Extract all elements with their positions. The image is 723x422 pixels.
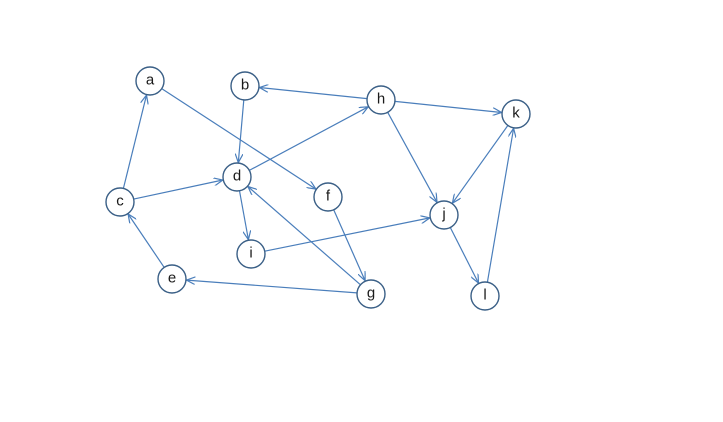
node-circle-b (230, 71, 260, 101)
node-k: k (501, 99, 531, 129)
node-circle-h (366, 85, 396, 115)
edge-h-to-j (387, 112, 437, 202)
node-label-l: l (483, 287, 486, 304)
edge-g-to-d (248, 187, 361, 286)
node-label-j: j (441, 206, 445, 223)
edge-d-to-i (238, 190, 249, 240)
node-circle-i (236, 239, 266, 269)
edge-c-to-a (122, 95, 146, 189)
node-c: c (105, 187, 135, 217)
node-label-e: e (168, 270, 176, 287)
node-label-g: g (367, 285, 375, 302)
node-label-i: i (249, 245, 252, 262)
node-circle-j (429, 200, 459, 230)
edge-i-to-j (264, 218, 430, 252)
node-circle-f (313, 182, 343, 212)
edge-d-to-h (249, 107, 368, 171)
node-circle-l (470, 281, 500, 311)
node-label-k: k (512, 105, 520, 122)
edge-g-to-e (187, 280, 358, 294)
node-label-f: f (326, 188, 331, 205)
node-circle-a (135, 66, 165, 96)
node-l: l (470, 281, 500, 311)
edge-c-to-d (133, 180, 223, 200)
edge-b-to-d (238, 99, 245, 163)
node-i: i (236, 239, 266, 269)
edge-e-to-c (128, 214, 165, 268)
node-circle-g (356, 279, 386, 309)
node-label-a: a (146, 72, 155, 89)
node-circle-k (501, 99, 531, 129)
edge-h-to-k (394, 100, 502, 112)
edge-a-to-f (161, 88, 316, 190)
node-b: b (230, 71, 260, 101)
node-label-d: d (233, 168, 241, 185)
node-d: d (222, 162, 252, 192)
node-circle-d (222, 162, 252, 192)
node-circle-c (105, 187, 135, 217)
edge-j-to-l (449, 227, 478, 284)
nodes-layer: a b c d e f g h i j k l (105, 66, 531, 311)
node-label-c: c (116, 193, 124, 210)
node-circle-e (157, 264, 187, 294)
edge-h-to-b (259, 88, 368, 100)
edge-f-to-g (333, 209, 365, 281)
edges-layer (122, 88, 513, 294)
node-a: a (135, 66, 165, 96)
edge-l-to-k (486, 128, 513, 283)
node-j: j (429, 200, 459, 230)
node-h: h (366, 85, 396, 115)
edge-k-to-j (452, 125, 509, 203)
node-label-b: b (241, 77, 249, 94)
node-f: f (313, 182, 343, 212)
node-e: e (157, 264, 187, 294)
node-g: g (356, 279, 386, 309)
node-label-h: h (377, 91, 385, 108)
